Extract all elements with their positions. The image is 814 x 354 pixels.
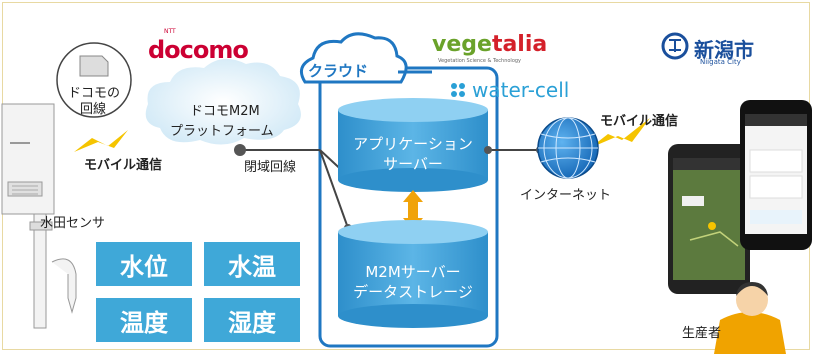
paddy-sensor-device (1, 103, 77, 329)
lightning-bolt-left-icon (74, 130, 128, 152)
niigata-city-emblem-icon (661, 32, 689, 60)
data-sync-arrow-icon (403, 190, 423, 230)
mobile-comm-right: モバイル通信 (600, 114, 679, 129)
docomo-platform-line2: プラットフォーム (170, 124, 274, 139)
application-server-cylinder (338, 98, 488, 192)
vegetalia-logo: vegetalia (432, 32, 548, 57)
closed-line-label: 閉域回線 (244, 160, 297, 175)
metric-tile-temperature: 温度 (96, 298, 192, 342)
cloud-icon (299, 32, 408, 84)
metric-tile-humidity: 湿度 (204, 298, 300, 342)
producer-label: 生産者 (682, 326, 722, 341)
application-server-label: アプリケーション サーバー (353, 135, 473, 173)
docomo-platform-cloud (145, 58, 301, 145)
smartphone-map-icon (668, 144, 750, 294)
sim-label-line2: 回線 (80, 102, 107, 117)
niigata-city-en: Niigata City (700, 58, 741, 66)
docomo-platform-line1: ドコモM2M (190, 104, 260, 119)
metric-tile-water-temp: 水温 (204, 242, 300, 286)
vegetalia-tagline: Vegetation Science & Technology (438, 58, 522, 64)
niigata-city-logo: 新潟市 (694, 38, 754, 62)
internet-globe-icon (537, 117, 599, 179)
producer-icon (714, 282, 786, 354)
metric-tile-water-level: 水位 (96, 242, 192, 286)
m2m-server-label: M2Mサーバー データストレージ (353, 263, 473, 301)
internet-label: インターネット (520, 188, 612, 203)
smartphone-app-icon (740, 100, 812, 250)
sim-card-icon (56, 42, 132, 118)
docomo-logo: docomo (148, 36, 249, 64)
lightning-bolt-right-icon (590, 118, 650, 148)
cloud-container (318, 66, 499, 348)
docomo-ntt-mark: NTT (164, 28, 176, 35)
water-cell-logo: water-cell (472, 78, 570, 102)
sensor-label: 水田センサ (40, 216, 106, 231)
cloud-label: クラウド (308, 62, 369, 80)
water-cell-logo-icon (451, 83, 465, 97)
m2m-server-cylinder (338, 220, 488, 328)
sim-label-line1: ドコモの (68, 86, 121, 101)
mobile-comm-left: モバイル通信 (84, 158, 163, 173)
